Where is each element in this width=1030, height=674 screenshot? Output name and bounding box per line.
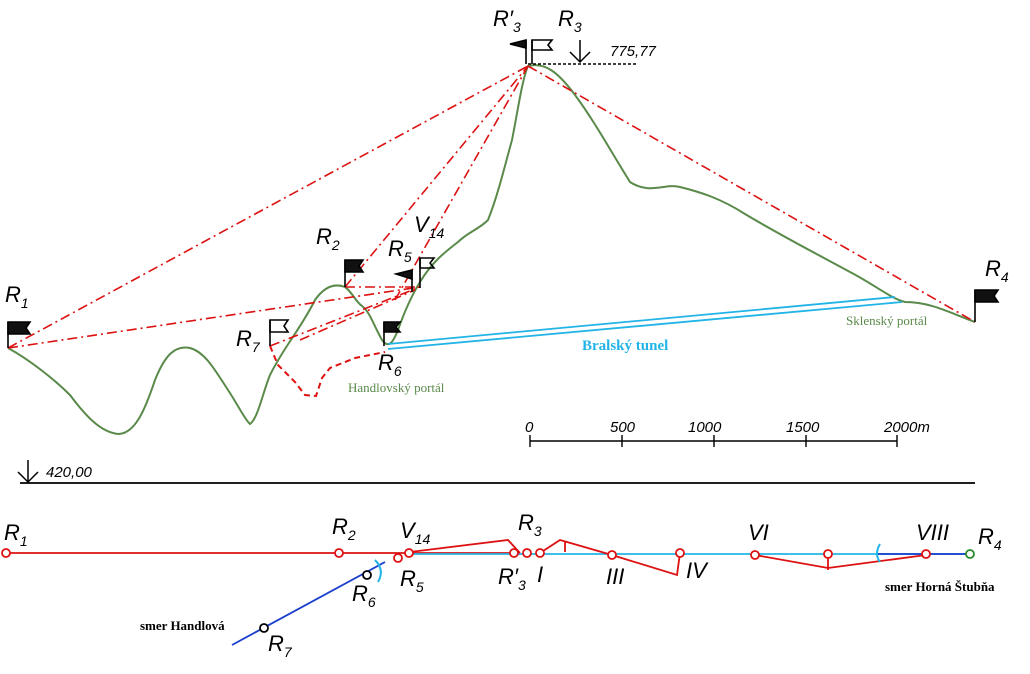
plan-point-i <box>535 548 545 558</box>
profile-label-v14: V14 <box>414 212 444 241</box>
profile-label-r4: R4 <box>985 256 1009 285</box>
plan-point-vi <box>750 550 760 560</box>
profile-label-r7: R7 <box>236 326 261 355</box>
sightline-r7-r5 <box>269 286 421 347</box>
sightline-r1-r3 <box>7 65 529 349</box>
flag-r5-icon <box>393 268 413 292</box>
scale-tick-500: 500 <box>610 419 636 436</box>
plan-portal-arc-east <box>876 543 881 563</box>
sightline-r3-r4 <box>527 65 976 323</box>
direction-horna-stubna: smer Horná Štubňa <box>885 579 995 594</box>
flag-r6-icon <box>383 321 402 346</box>
portal-east-label: Sklenský portál <box>846 313 928 328</box>
flag-r1-icon <box>7 321 32 348</box>
plan-label-r1: R1 <box>4 520 28 549</box>
plan-point-r5 <box>393 553 403 563</box>
plan-label-r3: R3 <box>518 510 542 539</box>
plan-branch-handlova <box>231 561 386 646</box>
flag-r7-icon <box>269 319 290 346</box>
scale-tick-1000: 1000 <box>688 419 722 436</box>
sightline-r1-r5 <box>7 286 421 349</box>
profile-label-r6: R6 <box>378 350 402 379</box>
flag-v14-icon <box>419 257 436 288</box>
plan-point-viii <box>921 549 931 559</box>
scale-tick-1500: 1500 <box>786 419 820 436</box>
sight-lines <box>7 65 976 349</box>
elevation-arrow-top <box>569 40 591 64</box>
scale-tick-0: 0 <box>525 419 534 436</box>
elevation-bottom-text: 420,00 <box>46 464 93 481</box>
sightline-r2-r3 <box>344 65 529 288</box>
plan-label-r2: R2 <box>332 514 356 543</box>
tunnel-name-label: Bralský tunel <box>582 338 668 354</box>
flag-r3-icon <box>531 39 554 64</box>
plan-point-r3p <box>522 548 532 558</box>
plan-portal-arc-west <box>374 559 382 583</box>
plan-points <box>1 548 931 563</box>
flag-r2-icon <box>344 259 365 287</box>
flag-r4-icon <box>974 289 1000 322</box>
plan-point-vii <box>823 549 833 559</box>
plan-point-v14 <box>404 548 414 558</box>
portal-west-label: Handlovský portál <box>348 380 445 395</box>
plan-point-r1 <box>1 548 11 558</box>
plan-label-v14: V14 <box>400 518 430 547</box>
elevation-top-text: 775,77 <box>610 43 657 60</box>
plan-point-r6 <box>362 570 372 580</box>
elevation-arrow-bottom <box>17 460 39 484</box>
plan-label-viii: VIII <box>916 520 949 545</box>
direction-handlova: smer Handlová <box>140 618 225 633</box>
plan-label-vi: VI <box>748 520 769 545</box>
plan-label-r7: R7 <box>268 631 293 660</box>
profile-label-r5: R5 <box>388 236 412 265</box>
flag-icons <box>7 38 1000 348</box>
plan-label-i: I <box>537 562 543 587</box>
profile-label-r2: R2 <box>316 224 340 253</box>
plan-point-iii <box>607 550 617 560</box>
plan-label-r4: R4 <box>978 524 1002 553</box>
plan-label-r3p: R′3 <box>498 564 526 593</box>
scale-tick-2000: 2000m <box>883 419 930 436</box>
plan-label-r6: R6 <box>352 581 376 610</box>
access-adit <box>269 345 386 398</box>
tunnel-profile <box>387 296 903 350</box>
plan-point-r4 <box>965 549 975 559</box>
plan-label-iii: III <box>606 564 624 589</box>
scale-bar <box>529 435 898 447</box>
plan-traverse <box>409 539 927 577</box>
flag-r3p-icon <box>509 38 527 64</box>
plan-point-r3 <box>509 548 519 558</box>
sightline-v14-r3 <box>394 65 529 301</box>
plan-point-r7 <box>259 623 269 633</box>
plan-point-iv <box>675 548 685 558</box>
plan-label-iv: IV <box>686 558 709 583</box>
terrain-profile <box>7 64 976 436</box>
plan-point-r2 <box>334 548 344 558</box>
plan-label-r5: R5 <box>400 566 424 595</box>
profile-label-r3: R3 <box>558 6 582 35</box>
profile-label-r1: R1 <box>5 282 29 311</box>
profile-label-r3p: R′3 <box>493 6 521 35</box>
